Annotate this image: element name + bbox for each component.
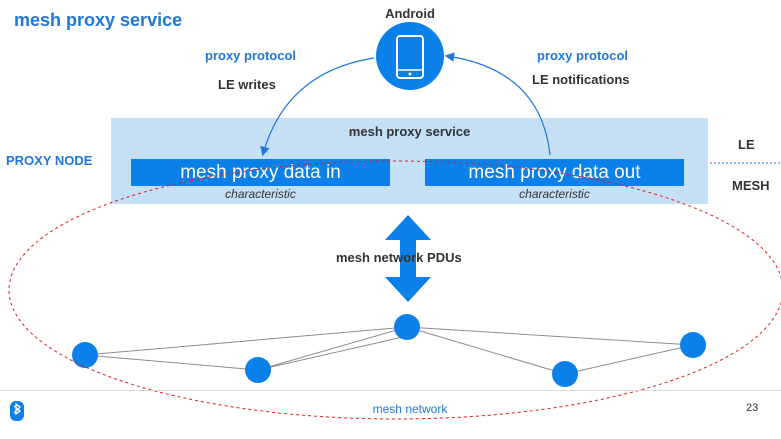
proxy-node-label: PROXY NODE [6, 153, 93, 168]
proxy-node-ellipse [8, 160, 781, 420]
left-proxy-protocol-label: proxy protocol [205, 48, 297, 63]
le-layer-label: LE [738, 137, 755, 152]
smartphone-icon [376, 22, 444, 90]
mesh-layer-label: MESH [732, 178, 770, 193]
mesh-proxy-data-in-characteristic: mesh proxy data in [131, 159, 390, 186]
mesh-network-pdus-double-arrow [385, 215, 431, 302]
le-notifications-arrow [444, 52, 551, 156]
mesh-node-1 [72, 342, 98, 368]
page-number: 23 [746, 402, 759, 414]
page-title: mesh proxy service [14, 10, 183, 30]
mesh-network-pdus-label: mesh network PDUs [336, 250, 462, 265]
android-label: Android [385, 6, 435, 21]
footer-divider [0, 390, 781, 391]
mesh-nodes [72, 314, 706, 387]
mesh-links [84, 326, 694, 375]
characteristic-label-out: characteristic [519, 187, 590, 201]
bluetooth-icon [10, 401, 24, 421]
mesh-node-5 [680, 332, 706, 358]
le-writes-arrow [260, 57, 375, 157]
right-proxy-protocol-label: proxy protocol [537, 48, 629, 63]
mesh-proxy-service-title: mesh proxy service [348, 124, 471, 139]
le-writes-label: LE writes [218, 77, 276, 92]
le-notifications-label: LE notifications [532, 72, 630, 87]
mesh-node-4 [552, 361, 578, 387]
mesh-node-2 [245, 357, 271, 383]
characteristic-label-in: characteristic [225, 187, 296, 201]
mesh-node-3 [394, 314, 420, 340]
mesh-network-label: mesh network [372, 402, 448, 416]
